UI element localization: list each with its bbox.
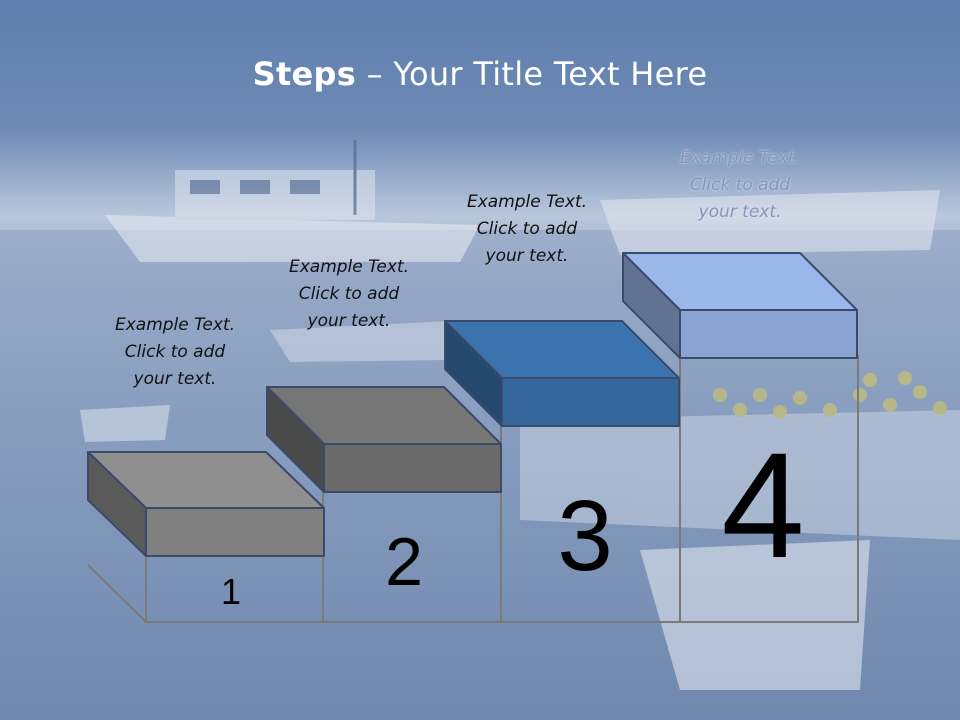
step-2-number[interactable]: 2 — [385, 524, 423, 600]
caption-line: Example Text. — [288, 257, 410, 277]
step-2-block[interactable] — [266, 386, 502, 493]
step-2-caption[interactable]: Example Text. Click to add your text. — [249, 254, 449, 335]
step-3-block[interactable] — [444, 320, 680, 427]
step-blocks — [87, 252, 858, 557]
step-1-caption[interactable]: Example Text. Click to add your text. — [75, 312, 275, 393]
block-front-face — [323, 443, 502, 493]
step-3-caption[interactable]: Example Text. Click to add your text. — [427, 189, 627, 270]
caption-line: Click to add — [298, 284, 400, 304]
caption-line: your text. — [698, 202, 782, 222]
caption-line: your text. — [485, 246, 569, 266]
caption-line: Example Text. — [466, 192, 588, 212]
caption-line: Example Text. — [679, 148, 801, 168]
caption-line: Click to add — [476, 219, 578, 239]
title-rest-part: – Your Title Text Here — [356, 55, 708, 93]
step-1-number[interactable]: 1 — [221, 571, 241, 612]
caption-line: Click to add — [689, 175, 791, 195]
step-4-number[interactable]: 4 — [721, 421, 804, 589]
slide-title[interactable]: Steps – Your Title Text Here — [0, 55, 960, 93]
block-front-face — [501, 377, 680, 427]
block-front-face — [145, 507, 325, 557]
step-1-block[interactable] — [87, 451, 325, 557]
caption-line: Example Text. — [114, 315, 236, 335]
step-numbers: 1 2 3 4 — [221, 421, 805, 612]
caption-line: Click to add — [124, 342, 226, 362]
title-bold-part: Steps — [252, 55, 357, 93]
caption-line: your text. — [307, 311, 391, 331]
step-4-block[interactable] — [622, 252, 858, 359]
step-4-caption[interactable]: Example Text. Click to add your text. — [640, 145, 840, 226]
caption-line: your text. — [133, 369, 217, 389]
block-front-face — [679, 309, 858, 359]
step-3-number[interactable]: 3 — [557, 480, 613, 592]
